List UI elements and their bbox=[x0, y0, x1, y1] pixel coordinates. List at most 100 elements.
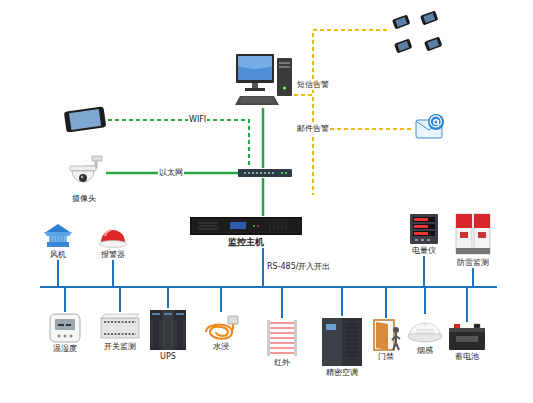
fan-node: 风机 bbox=[38, 222, 78, 260]
icon-shape bbox=[281, 172, 283, 174]
icon-shape bbox=[322, 318, 362, 366]
device-label: 风机 bbox=[38, 250, 78, 260]
icon-shape bbox=[238, 56, 272, 69]
icon-shape bbox=[279, 66, 290, 68]
icon-shape bbox=[70, 166, 96, 171]
device-label: 开关监测 bbox=[98, 342, 142, 352]
icon-shape bbox=[322, 318, 342, 366]
icon-shape bbox=[423, 322, 427, 326]
icon-shape bbox=[47, 242, 69, 247]
connector bbox=[263, 248, 425, 314]
device-label: UPS bbox=[148, 352, 188, 362]
icon-shape bbox=[413, 231, 435, 236]
switch-icon bbox=[238, 168, 292, 178]
computer-icon bbox=[232, 52, 294, 108]
water-node: 水浸 bbox=[200, 312, 242, 352]
ups-node: UPS bbox=[148, 308, 188, 362]
icon-shape bbox=[456, 336, 478, 342]
icon-shape bbox=[64, 106, 107, 132]
icon-shape bbox=[474, 214, 490, 228]
device-label: 温湿度 bbox=[45, 344, 85, 354]
device-icon bbox=[388, 8, 450, 56]
icon-shape bbox=[101, 318, 139, 338]
icon-shape bbox=[232, 324, 234, 330]
icon-shape bbox=[414, 232, 428, 235]
icon-shape bbox=[152, 313, 184, 315]
icon-shape bbox=[393, 327, 399, 333]
battery-node: 蓄电池 bbox=[446, 322, 488, 362]
icon-shape bbox=[192, 219, 300, 233]
icon-shape bbox=[430, 116, 441, 127]
icon-shape bbox=[420, 11, 438, 26]
device-label: 红外 bbox=[262, 358, 302, 368]
icon-shape bbox=[424, 37, 442, 52]
connector bbox=[294, 30, 388, 95]
icon-shape bbox=[79, 174, 87, 182]
device-label: 蓄电池 bbox=[446, 352, 488, 362]
alarm-node: 报警器 bbox=[92, 222, 134, 260]
device-icon bbox=[38, 222, 78, 250]
icon-shape bbox=[252, 83, 258, 88]
icon-shape bbox=[413, 224, 435, 229]
icon-shape bbox=[235, 96, 279, 105]
icon-shape bbox=[257, 225, 259, 227]
icon-shape bbox=[460, 232, 468, 238]
icon-shape bbox=[415, 330, 435, 333]
icon-shape bbox=[70, 335, 73, 338]
device-icon bbox=[370, 318, 402, 352]
device-label: 防雷监测 bbox=[450, 258, 496, 268]
icon-shape bbox=[253, 225, 255, 227]
icon-shape bbox=[58, 324, 71, 326]
icon-shape bbox=[428, 114, 444, 130]
icon-shape bbox=[392, 333, 400, 350]
icon-shape bbox=[51, 236, 63, 242]
email-icon bbox=[414, 112, 448, 144]
icon-shape bbox=[270, 323, 294, 353]
icon-shape bbox=[190, 217, 302, 235]
icon-shape bbox=[279, 62, 290, 64]
icon-shape bbox=[414, 218, 428, 221]
icon-shape bbox=[346, 324, 358, 356]
device-icon bbox=[446, 322, 488, 352]
device-icon bbox=[404, 314, 446, 346]
icon-shape bbox=[392, 15, 410, 30]
icon-shape bbox=[413, 217, 435, 222]
icon-shape bbox=[374, 320, 394, 350]
icon-shape bbox=[64, 106, 107, 132]
icon-shape bbox=[105, 230, 111, 236]
icon-shape bbox=[449, 328, 485, 332]
camera-node: 摄像头 bbox=[62, 154, 106, 204]
icon-shape bbox=[44, 232, 72, 236]
device-icon bbox=[62, 154, 106, 194]
icon-shape bbox=[244, 172, 274, 174]
device-icon bbox=[414, 112, 448, 144]
connector bbox=[262, 108, 265, 168]
device-icon bbox=[45, 312, 85, 344]
icon-shape bbox=[397, 41, 409, 51]
icon-shape bbox=[454, 324, 460, 328]
device-icon bbox=[98, 312, 142, 342]
device-icon bbox=[404, 212, 444, 246]
icon-shape bbox=[449, 328, 485, 350]
connector bbox=[65, 248, 263, 312]
icon-shape bbox=[376, 322, 388, 350]
icon-shape bbox=[101, 230, 125, 242]
icon-shape bbox=[238, 56, 272, 80]
device-icon bbox=[318, 316, 366, 368]
icon-shape bbox=[236, 54, 274, 83]
icon-shape bbox=[270, 222, 286, 230]
icon-shape bbox=[238, 169, 292, 177]
icon-shape bbox=[206, 325, 232, 339]
icon-shape bbox=[415, 239, 430, 241]
device-icon bbox=[200, 312, 242, 342]
icon-shape bbox=[49, 236, 67, 242]
device-label: 精密空调 bbox=[318, 368, 366, 378]
icon-shape bbox=[283, 87, 286, 90]
edge-label: 以太网 bbox=[158, 168, 184, 178]
connector bbox=[108, 120, 249, 168]
icon-shape bbox=[410, 214, 438, 244]
icon-shape bbox=[434, 120, 438, 124]
icon-shape bbox=[395, 17, 407, 27]
icon-shape bbox=[50, 314, 80, 342]
